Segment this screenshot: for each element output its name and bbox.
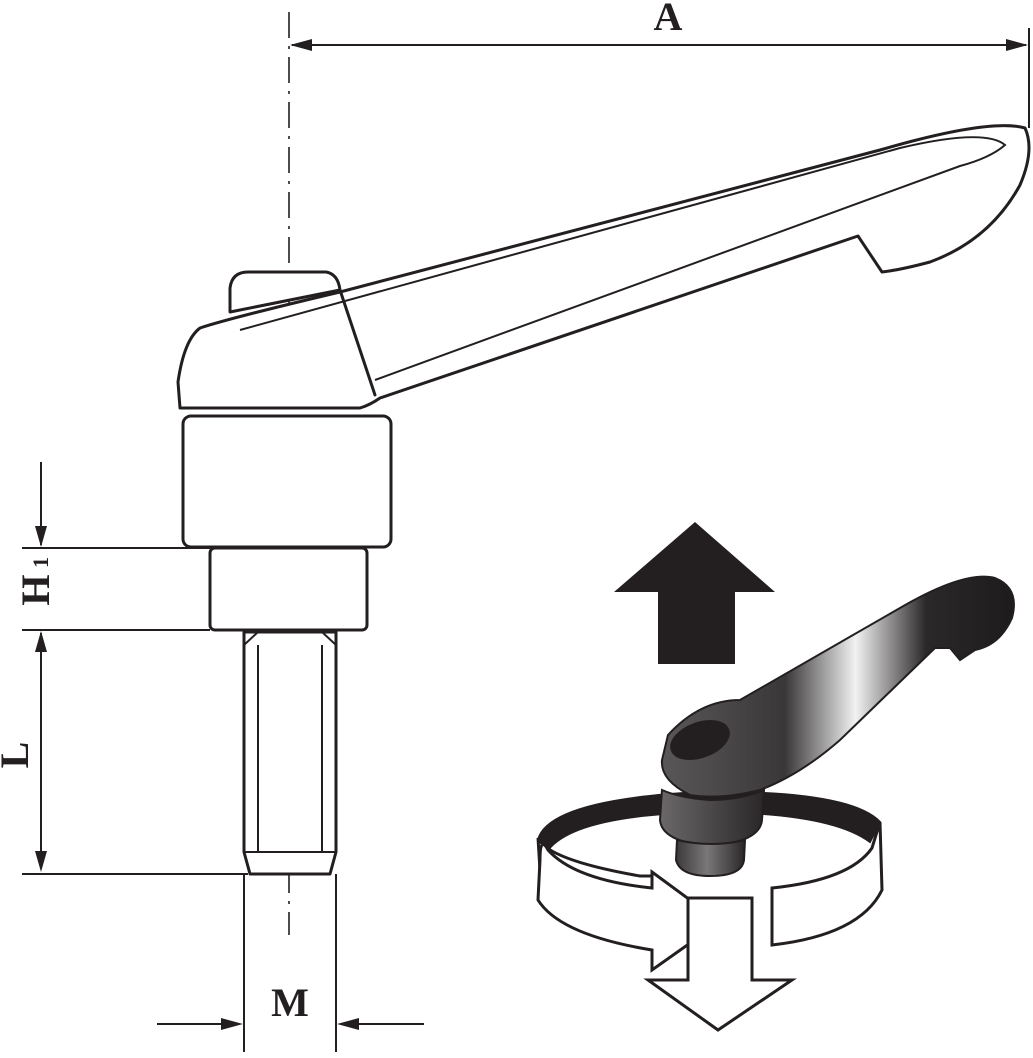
- dimension-h1-label: H: [13, 574, 58, 605]
- dark-lever-handle: [660, 575, 1015, 798]
- dimension-m-arrow-left: [221, 1018, 243, 1030]
- dimension-h1: H 1: [13, 462, 210, 652]
- thread-chamfer-top-left: [243, 631, 259, 646]
- dimension-h1-arrow-bottom: [35, 631, 47, 652]
- dimension-l-label: L: [0, 742, 37, 769]
- operation-illustration: [536, 522, 1015, 1032]
- hub-top-cap: [228, 270, 342, 314]
- rotation-ring-back: [536, 790, 882, 852]
- up-arrow-icon: [614, 522, 775, 664]
- rotation-ring-right: [770, 821, 884, 947]
- dimension-a-arrow-right: [1006, 39, 1028, 51]
- lever-technical-view: [176, 12, 1031, 935]
- lever-arm: [176, 124, 1031, 410]
- dimension-m: M: [157, 874, 424, 1052]
- thread-chamfer-top-right: [321, 631, 337, 646]
- dimension-h1-arrow-top: [35, 526, 47, 547]
- hub-facet: [338, 288, 377, 397]
- dimension-l-arrow-bottom: [35, 851, 47, 872]
- dimension-a: A: [290, 0, 1030, 128]
- dimension-m-arrow-right: [337, 1018, 359, 1030]
- dimension-l: L: [0, 650, 248, 875]
- dimension-h1-subscript: 1: [28, 557, 53, 568]
- threaded-bush: [208, 546, 369, 632]
- handle-tip: [674, 838, 747, 878]
- dimension-m-label: M: [271, 980, 309, 1025]
- rotation-arrow-icon: [536, 842, 723, 973]
- hub-collar: [181, 414, 393, 549]
- down-arrow-icon: [643, 896, 797, 1032]
- dimension-a-arrow-left: [290, 39, 312, 51]
- dimension-a-label: A: [654, 0, 683, 39]
- lever-arm-groove: [239, 136, 1007, 381]
- handle-hub-cap: [670, 720, 730, 760]
